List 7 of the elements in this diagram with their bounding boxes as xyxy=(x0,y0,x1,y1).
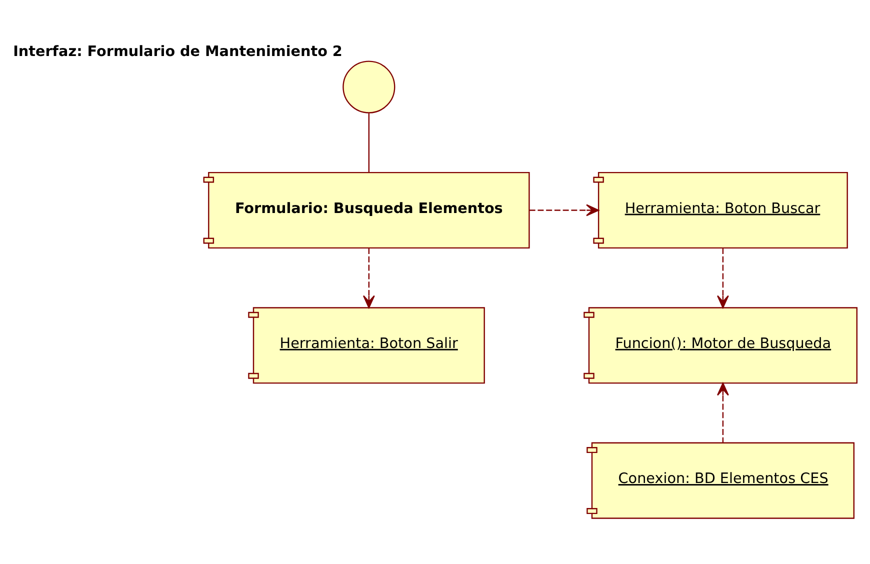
node-circle xyxy=(342,60,396,114)
arrow xyxy=(529,204,600,216)
node-label: Interfaz: Formulario de Mantenimiento 2 xyxy=(13,44,342,60)
connector xyxy=(368,113,370,172)
arrow xyxy=(716,382,729,443)
arrow xyxy=(362,248,375,308)
arrow xyxy=(716,248,729,308)
